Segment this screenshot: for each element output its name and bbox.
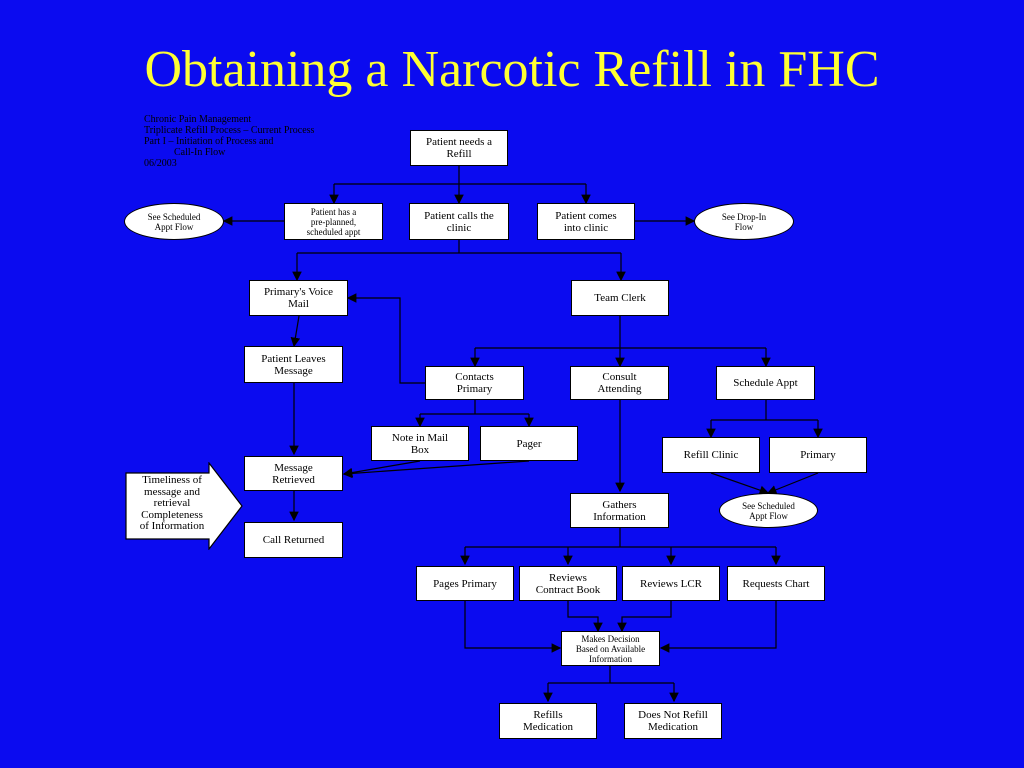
node-refill-clinic: Refill Clinic — [662, 437, 760, 473]
header-line: 06/2003 — [144, 158, 177, 169]
node-primary-voice-mail: Primary's Voice Mail — [249, 280, 348, 316]
header-line: Triplicate Refill Process – Current Proc… — [144, 125, 315, 136]
node-schedule-appt: Schedule Appt — [716, 366, 815, 400]
node-patient-preplanned: Patient has a pre-planned, scheduled app… — [284, 203, 383, 240]
callout-text: Timeliness of message and retrieval Comp… — [139, 474, 205, 532]
node-patient-needs-refill: Patient needs a Refill — [410, 130, 508, 166]
callout-arrow-shape — [125, 462, 243, 550]
node-call-returned: Call Returned — [244, 522, 343, 558]
node-consult-attending: Consult Attending — [570, 366, 669, 400]
header-line: Chronic Pain Management — [144, 114, 252, 125]
header-line: Call-In Flow — [144, 147, 226, 158]
node-patient-leaves-message: Patient Leaves Message — [244, 346, 343, 383]
node-requests-chart: Requests Chart — [727, 566, 825, 601]
node-see-drop-in-flow: See Drop-In Flow — [694, 203, 794, 240]
header-line: Part I – Initiation of Process and — [144, 136, 274, 147]
node-reviews-lcr: Reviews LCR — [622, 566, 720, 601]
node-see-scheduled-appt-flow: See Scheduled Appt Flow — [124, 203, 224, 240]
node-contacts-primary: Contacts Primary — [425, 366, 524, 400]
node-pager: Pager — [480, 426, 578, 461]
node-refills-medication: Refills Medication — [499, 703, 597, 739]
node-does-not-refill: Does Not Refill Medication — [624, 703, 722, 739]
diagram-header: Chronic Pain Management Triplicate Refil… — [144, 114, 404, 169]
node-makes-decision: Makes Decision Based on Available Inform… — [561, 631, 660, 666]
node-patient-comes: Patient comes into clinic — [537, 203, 635, 240]
node-gathers-information: Gathers Information — [570, 493, 669, 528]
node-message-retrieved: Message Retrieved — [244, 456, 343, 491]
node-pages-primary: Pages Primary — [416, 566, 514, 601]
node-primary: Primary — [769, 437, 867, 473]
node-patient-calls: Patient calls the clinic — [409, 203, 509, 240]
node-reviews-contract-book: Reviews Contract Book — [519, 566, 617, 601]
node-team-clerk: Team Clerk — [571, 280, 669, 316]
page-title: Obtaining a Narcotic Refill in FHC — [144, 41, 880, 98]
node-see-scheduled-appt-flow-2: See Scheduled Appt Flow — [719, 493, 818, 528]
node-note-in-mail-box: Note in Mail Box — [371, 426, 469, 461]
